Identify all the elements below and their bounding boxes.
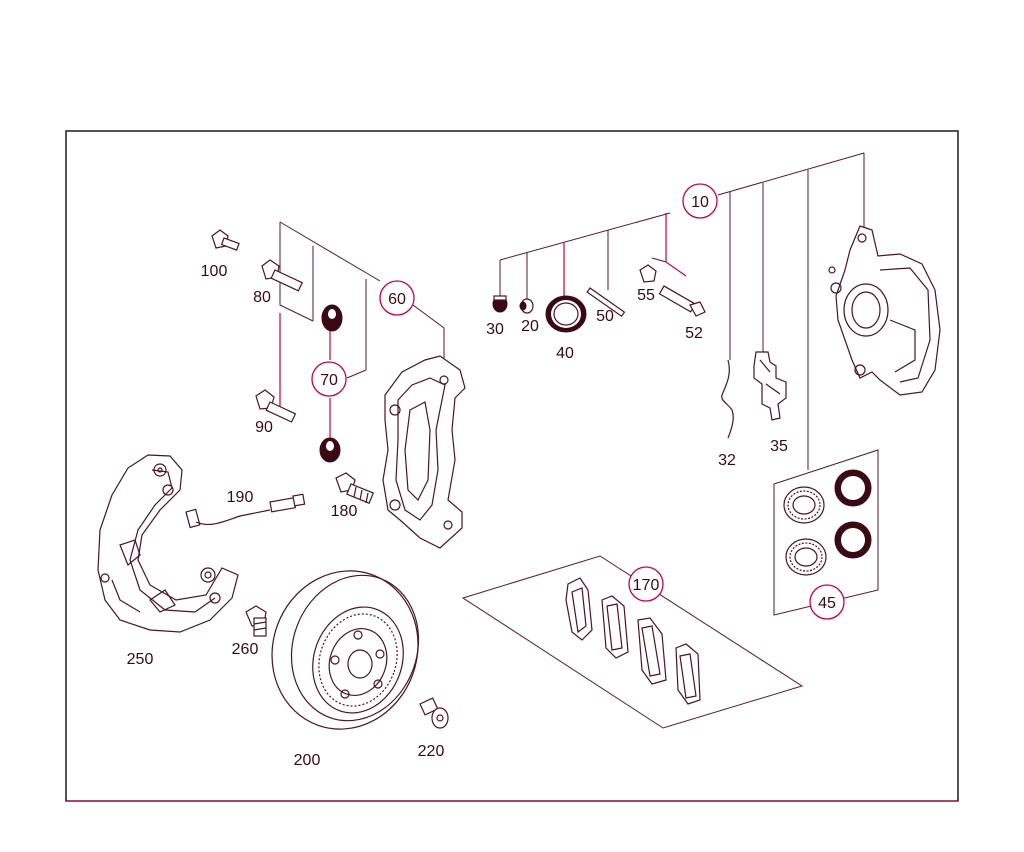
spring-32 [721, 359, 734, 439]
caliper-bracket-60 [382, 355, 466, 549]
screw-220 [419, 697, 449, 729]
seal-kit-45 [783, 469, 872, 576]
pin-50 [586, 287, 626, 318]
label-30: 30 [486, 321, 504, 338]
grommet-70-bottom [319, 437, 341, 463]
callout-60-text: 60 [388, 291, 406, 308]
callout-10: 10 [682, 183, 718, 219]
seal-40 [545, 295, 587, 333]
label-220: 220 [418, 743, 445, 760]
label-32: 32 [718, 452, 736, 469]
label-50: 50 [596, 308, 614, 325]
label-190: 190 [227, 489, 254, 506]
clip-35 [753, 351, 787, 421]
callout-170-text: 170 [633, 577, 660, 594]
bolt-52 [658, 285, 706, 317]
callout-170: 170 [628, 566, 664, 602]
bolt-180 [335, 472, 375, 504]
bolt-55 [639, 264, 657, 283]
part-labels: 100 80 90 180 190 250 260 200 220 30 20 … [127, 263, 788, 769]
callout-70-text: 70 [320, 372, 338, 389]
label-260: 260 [232, 641, 259, 658]
callout-45: 45 [809, 584, 845, 620]
brake-disc-200 [271, 570, 420, 730]
bolt-260 [245, 605, 267, 637]
leader-lines [279, 152, 879, 729]
label-20: 20 [521, 318, 539, 335]
label-200: 200 [294, 752, 321, 769]
label-90: 90 [255, 419, 273, 436]
label-35: 35 [770, 438, 788, 455]
callout-70: 70 [311, 361, 347, 397]
label-52: 52 [685, 325, 703, 342]
label-55: 55 [637, 287, 655, 304]
part-20 [519, 298, 534, 314]
callout-45-text: 45 [818, 595, 836, 612]
bolt-100 [211, 229, 240, 251]
label-250: 250 [127, 651, 154, 668]
wear-sensor-190 [185, 493, 306, 529]
label-180: 180 [331, 503, 358, 520]
part-30 [492, 295, 508, 313]
label-100: 100 [201, 263, 228, 280]
label-80: 80 [253, 289, 271, 306]
callout-10-text: 10 [691, 194, 709, 211]
diagram-frame [65, 130, 959, 802]
bolt-90 [255, 389, 297, 423]
caliper-housing-10 [828, 225, 941, 396]
label-40: 40 [556, 345, 574, 362]
bolt-80 [261, 259, 303, 292]
brake-pads-170 [565, 577, 701, 705]
splash-shield-250 [97, 454, 239, 633]
callout-60: 60 [379, 280, 415, 316]
grommet-70-top [321, 304, 343, 332]
